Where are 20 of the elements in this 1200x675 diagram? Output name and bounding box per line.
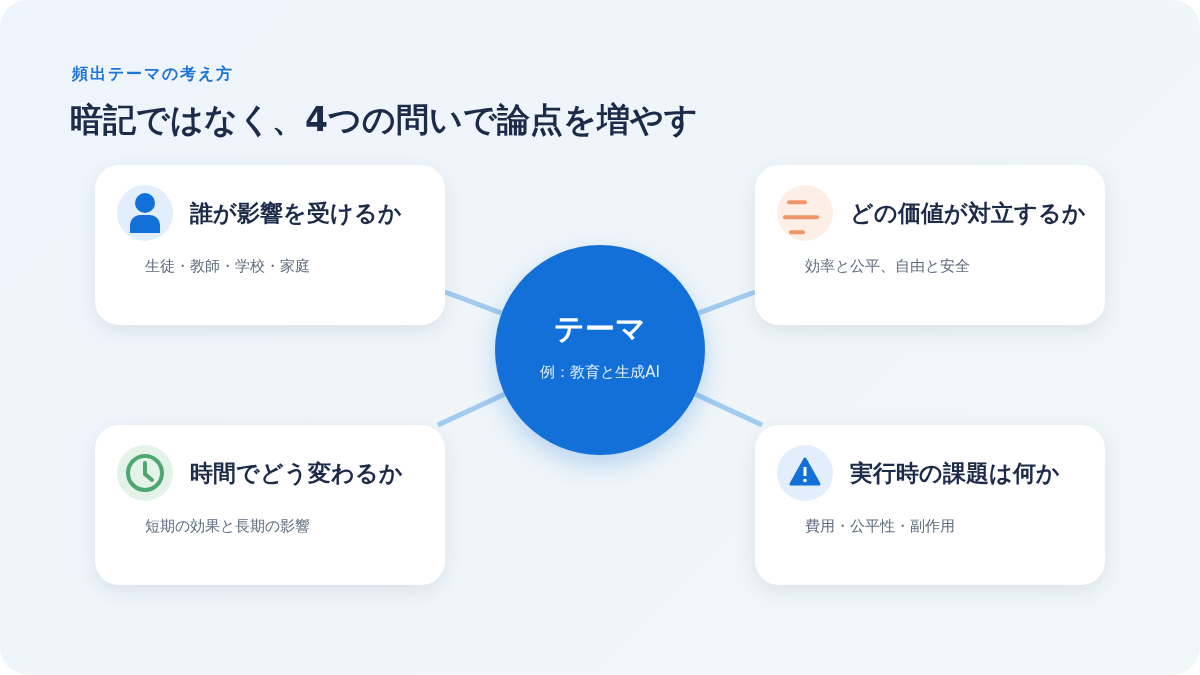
heading: 時間でどう変わるか: [190, 459, 403, 488]
heading: 実行時の課題は何か: [850, 459, 1060, 488]
title: 暗記ではなく、4つの問いで論点を増やす: [70, 99, 698, 141]
heading: テーマ: [553, 310, 647, 348]
description: 効率と公平、自由と安全: [805, 257, 970, 276]
connector-line: [694, 391, 764, 428]
description: 短期の効果と長期の影響: [145, 517, 310, 536]
question-card: [755, 425, 1105, 585]
description: 生徒・教師・学校・家庭: [145, 257, 310, 276]
connector-line: [444, 289, 503, 316]
connector-line: [436, 391, 506, 428]
heading: 誰が影響を受けるか: [190, 199, 402, 228]
question-card: [755, 165, 1105, 325]
question-card: [95, 165, 445, 325]
subtitle: 頻出テーマの考え方: [72, 64, 234, 85]
heading: どの価値が対立するか: [850, 199, 1086, 228]
connector-line: [697, 289, 756, 316]
description: 例：教育と生成AI: [539, 363, 661, 382]
question-card: [95, 425, 445, 585]
description: 費用・公平性・副作用: [805, 517, 955, 536]
